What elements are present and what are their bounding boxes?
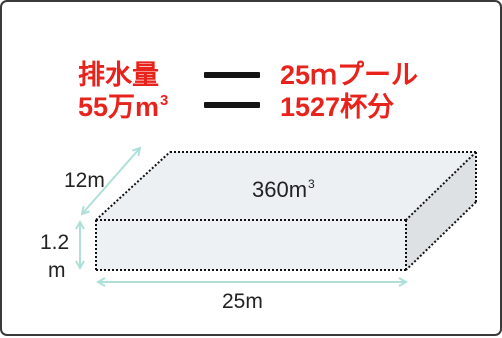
box-side-face bbox=[406, 152, 476, 270]
box-top-face bbox=[96, 152, 476, 220]
height-dimension-label-line1: 1.2 bbox=[40, 231, 70, 254]
displacement-value-text: 55万m bbox=[78, 92, 160, 123]
displacement-label: 排水量 bbox=[78, 60, 159, 90]
equals-bar-top bbox=[204, 72, 260, 78]
width-dimension-label: 12m bbox=[64, 169, 105, 192]
volume-label-unit-exponent: 3 bbox=[308, 177, 315, 191]
pool-count: 1527杯分 bbox=[280, 92, 395, 122]
volume-label: 360m3 bbox=[252, 178, 315, 201]
volume-label-text: 360m bbox=[252, 177, 308, 203]
equals-bar-bottom bbox=[204, 102, 260, 108]
box-front-face bbox=[96, 220, 406, 270]
displacement-value: 55万m3 bbox=[78, 94, 168, 121]
height-dimension-label-line2: m bbox=[48, 259, 66, 282]
width-arrow bbox=[82, 148, 140, 214]
pool-comparison-label: 25ｍプール bbox=[280, 60, 419, 90]
length-dimension-label: 25m bbox=[222, 290, 263, 313]
displacement-value-unit-exponent: 3 bbox=[160, 93, 169, 109]
